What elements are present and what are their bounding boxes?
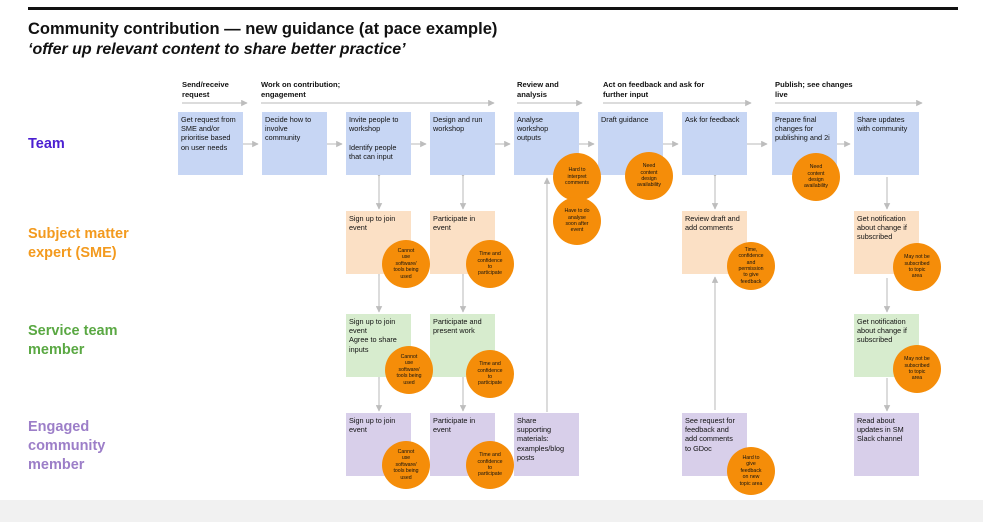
team-step-get-request: Get request from SME and/or prioritise b… [178,112,243,175]
bottom-band [0,500,983,522]
pain-point-circle: Have to do analyse soon after event [553,197,601,245]
page-subtitle: ‘offer up relevant content to share bett… [28,41,406,58]
sme-step-review-draft: Review draft and add comments [682,211,747,274]
top-rule [28,7,958,10]
lane-team-label: Team [28,136,65,152]
pain-point-circle: Time, confidence and permission to give … [727,242,775,290]
engaged-step-read-updates: Read about updates in SM Slack channel [854,413,919,476]
pain-point-circle: Need content design availability [792,153,840,201]
pain-point-circle: Time and confidence to participate [466,441,514,489]
phase-work-on-contribution: Work on contribution; engagement [261,80,341,99]
phase-review-analysis: Review and analysis [517,80,559,99]
pain-point-circle: Cannot use software/ tools being used [382,240,430,288]
team-step-ask-feedback: Ask for feedback [682,112,747,175]
phase-send-receive: Send/receive request [182,80,229,99]
pain-point-circle: May not be subscribed to topic area [893,345,941,393]
pain-point-circle: Cannot use software/ tools being used [385,346,433,394]
team-step-decide-involve: Decide how to involve community [262,112,327,175]
pain-point-circle: Time and confidence to participate [466,240,514,288]
lane-service-team-label: Service team member [28,323,118,358]
pain-point-circle: Hard to give feedback on new topic area [727,447,775,495]
engaged-step-share-materials: Share supporting materials: examples/blo… [514,413,579,476]
page-title: Community contribution — new guidance (a… [28,20,498,38]
pain-point-circle: Time and confidence to participate [466,350,514,398]
phase-act-on-feedback: Act on feedback and ask for further inpu… [603,80,705,99]
pain-point-circle: Need content design availability [625,152,673,200]
team-step-invite-people: Invite people to workshop Identify peopl… [346,112,411,175]
team-step-design-workshop: Design and run workshop [430,112,495,175]
phase-publish: Publish; see changes live [775,80,853,99]
service-step-sign-up: Sign up to join event Agree to share inp… [346,314,411,377]
pain-point-circle: Cannot use software/ tools being used [382,441,430,489]
pain-point-circle: Hard to interpret comments [553,153,601,201]
lane-engaged-label: Engaged community member [28,419,106,473]
pain-point-circle: May not be subscribed to topic area [893,243,941,291]
team-step-share-updates: Share updates with community [854,112,919,175]
lane-sme-label: Subject matter expert (SME) [28,226,129,261]
